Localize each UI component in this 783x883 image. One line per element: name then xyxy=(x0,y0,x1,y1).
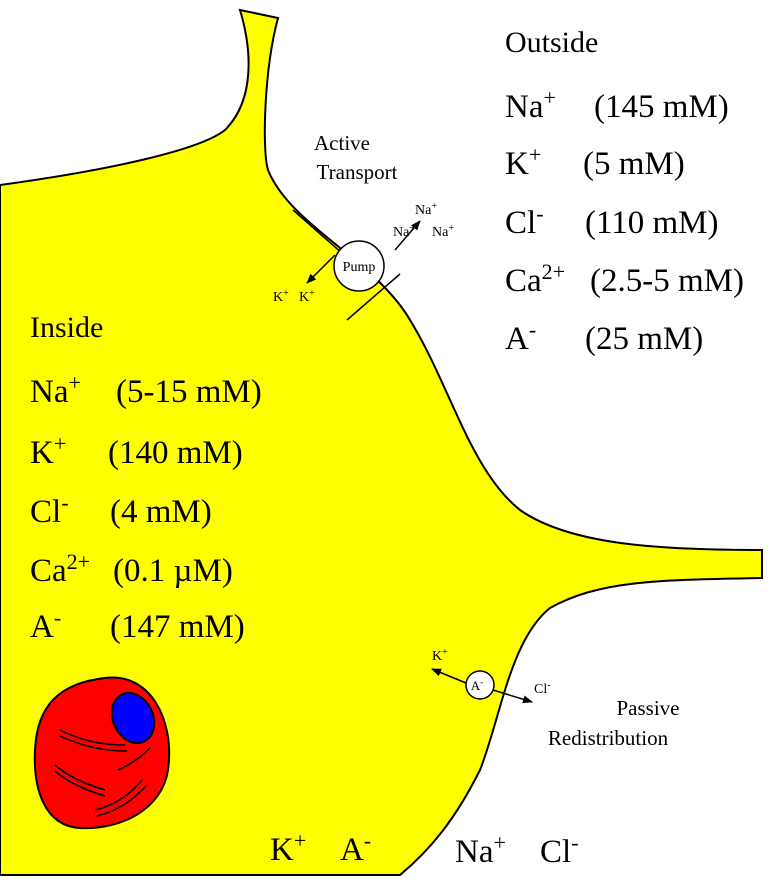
pump-na-ion-2: Na+ xyxy=(393,223,415,240)
active-transport-label-2: Transport xyxy=(317,160,398,184)
nucleus-body xyxy=(33,676,171,830)
channel-arrow-k xyxy=(431,668,467,684)
outside-ca: Ca2+(2.5-5 mM) xyxy=(505,259,744,299)
inside-a: A-(147 mM) xyxy=(30,605,245,645)
bottom-outside-na: Na+ xyxy=(455,830,506,870)
pump-na-ion-1: Na+ xyxy=(415,201,437,218)
outside-na: Na+(145 mM) xyxy=(505,85,729,125)
outside-cl: Cl-(110 mM) xyxy=(505,201,719,241)
pump-na-ion-3: Na+ xyxy=(432,223,454,240)
active-transport: Pump Active Transport Na+ Na+ Na+ K+ K+ xyxy=(273,131,454,321)
inside-cl: Cl-(4 mM) xyxy=(30,490,212,530)
nucleus-chromatin xyxy=(54,729,151,817)
bottom-inside-k: K+ xyxy=(270,828,306,868)
outside-a: A-(25 mM) xyxy=(505,317,703,357)
channel-circle xyxy=(465,670,495,700)
bottom-outside-cl: Cl- xyxy=(540,830,579,870)
pump-circle xyxy=(333,240,385,292)
passive-redistribution: A- K+ Cl- Passive Redistribution xyxy=(431,647,680,750)
inside-k: K+(140 mM) xyxy=(30,431,243,471)
bottom-inside-a: A- xyxy=(340,828,371,868)
inside-ca: Ca2+(0.1 µM) xyxy=(30,549,233,589)
channel-cl-ion: Cl- xyxy=(534,680,551,697)
pump-label: Pump xyxy=(343,260,376,275)
pump-arrow-out xyxy=(394,220,421,251)
pump-k-ion-1: K+ xyxy=(273,288,289,305)
inside-concentrations: Inside Na+(5-15 mM) K+(140 mM) Cl-(4 mM)… xyxy=(30,311,262,645)
inside-na: Na+(5-15 mM) xyxy=(30,370,262,410)
nucleolus xyxy=(110,691,156,745)
channel-arrow-cl xyxy=(492,689,533,704)
pump-membrane-line-bottom xyxy=(346,273,401,321)
active-transport-label-1: Active xyxy=(314,131,370,155)
inside-title: Inside xyxy=(30,311,103,344)
channel-k-ion: K+ xyxy=(432,647,448,664)
pump-k-ion-2: K+ xyxy=(299,288,315,305)
bottom-ions: K+ A- Na+ Cl- xyxy=(270,828,579,870)
nucleus xyxy=(33,676,171,830)
outside-concentrations: Outside Na+(145 mM) K+(5 mM) Cl-(110 mM)… xyxy=(505,26,744,357)
outside-k: K+(5 mM) xyxy=(505,142,685,182)
passive-label-2: Redistribution xyxy=(548,726,669,750)
outside-title: Outside xyxy=(505,26,598,59)
pump-arrow-in xyxy=(306,254,336,284)
channel-label: A- xyxy=(471,677,483,693)
passive-label-1: Passive xyxy=(617,696,680,720)
